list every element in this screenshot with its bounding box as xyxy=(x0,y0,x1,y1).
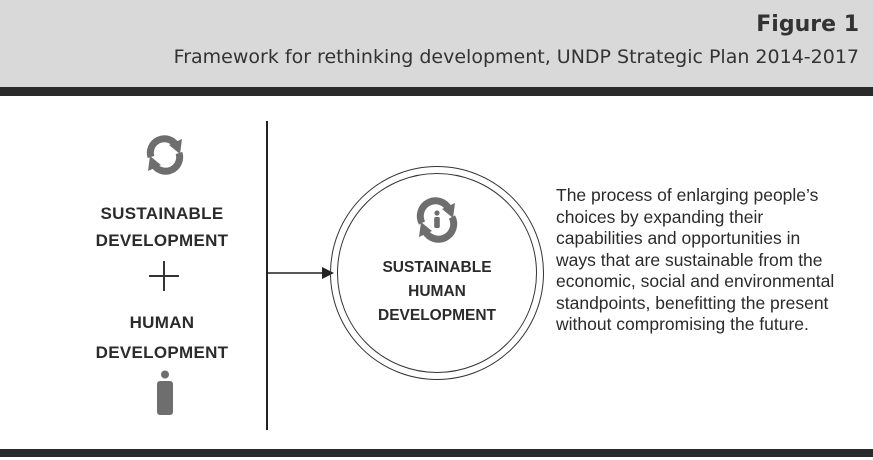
definition-line: without compromising the future. xyxy=(556,314,809,334)
definition-line: ways that are sustainable from the xyxy=(556,249,823,270)
human-label-line1: HUMAN xyxy=(129,313,195,332)
definition-line: capabilities and opportunities in xyxy=(556,228,801,248)
figure-title: Framework for rethinking development, UN… xyxy=(173,46,859,68)
definition-text: The process of enlarging people’s choice… xyxy=(556,185,866,336)
arrow-right-icon xyxy=(268,267,334,279)
top-rule xyxy=(0,87,873,96)
center-label-line3: DEVELOPMENT xyxy=(378,307,496,324)
plus-sign xyxy=(149,261,179,291)
vertical-divider xyxy=(266,121,268,430)
cycle-arrows-icon xyxy=(146,135,184,175)
center-label-line1: SUSTAINABLE xyxy=(382,259,492,276)
human-label-line2: DEVELOPMENT xyxy=(95,343,229,362)
figure-label: Figure 1 xyxy=(756,12,859,37)
figure-header: Figure 1 Framework for rethinking develo… xyxy=(0,0,873,87)
person-in-cycle-icon xyxy=(416,197,458,243)
definition-line: economic, social and environmental xyxy=(556,271,835,291)
outer-circle xyxy=(330,166,544,380)
definition-line: standpoints, benefitting the present xyxy=(556,292,829,313)
bottom-rule xyxy=(0,449,873,457)
inner-circle xyxy=(337,173,537,373)
person-icon xyxy=(157,370,173,415)
sustainable-label-line1: SUSTAINABLE xyxy=(100,204,224,223)
definition-line: The process of enlarging people’s xyxy=(556,185,819,205)
center-label-line2: HUMAN xyxy=(408,283,466,300)
sustainable-label-line2: DEVELOPMENT xyxy=(95,231,229,250)
definition-line: choices by expanding their xyxy=(556,206,764,227)
